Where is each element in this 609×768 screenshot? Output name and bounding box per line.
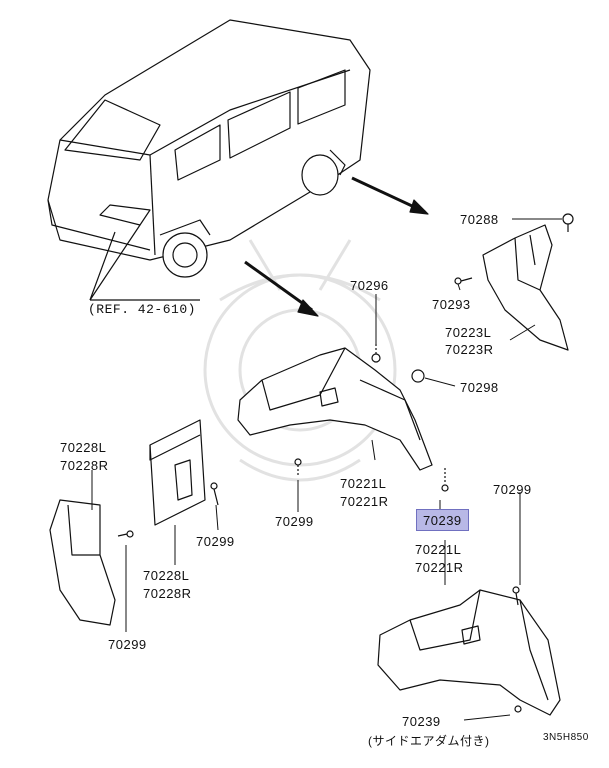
screw-70299-mid-icon	[294, 458, 302, 475]
part-label-70239-highlighted[interactable]: 70239	[416, 509, 469, 531]
screw-70299-panel-icon	[210, 482, 219, 506]
mudflap-left	[49, 499, 116, 626]
screw-70239-icon	[441, 468, 449, 492]
part-label-70293[interactable]: 70293	[432, 297, 471, 312]
part-label-70228l-bot[interactable]: 70228L	[143, 568, 190, 583]
part-label-70228r-bot[interactable]: 70228R	[143, 586, 192, 601]
part-label-70299-mid1[interactable]: 70299	[275, 514, 314, 529]
van-illustration	[47, 19, 371, 301]
part-label-70296[interactable]: 70296	[350, 278, 389, 293]
screw-70293-icon	[454, 277, 473, 285]
nut-70298-icon	[411, 369, 425, 383]
part-label-70228r-top[interactable]: 70228R	[60, 458, 109, 473]
part-label-70221l-mid[interactable]: 70221L	[340, 476, 387, 491]
part-label-70221l-low[interactable]: 70221L	[415, 542, 462, 557]
part-label-70288[interactable]: 70288	[460, 212, 499, 227]
clip-70288-icon	[562, 213, 574, 232]
screw-70299-left-icon	[117, 530, 134, 538]
part-label-70221r-mid[interactable]: 70221R	[340, 494, 389, 509]
part-label-70223l[interactable]: 70223L	[445, 325, 492, 340]
front-mudguard-lower	[377, 589, 561, 716]
part-label-70298[interactable]: 70298	[460, 380, 499, 395]
arrow-right-rear	[351, 176, 429, 215]
part-label-70299-mid2[interactable]: 70299	[196, 534, 235, 549]
part-label-70221r-low[interactable]: 70221R	[415, 560, 464, 575]
side-airdam-note: (サイドエアダム付き)	[368, 734, 490, 748]
front-mudguard-upper	[237, 347, 433, 471]
watermark-logo	[203, 239, 397, 482]
front-mudguard-panel	[149, 419, 206, 526]
leader-lines	[91, 218, 562, 721]
part-label-70299-right[interactable]: 70299	[493, 482, 532, 497]
diagram-code: 3N5H850	[543, 732, 589, 743]
part-label-70239-bottom[interactable]: 70239	[402, 714, 441, 729]
screw-70239-lower-icon	[514, 705, 522, 713]
ref-label: (REF. 42-610)	[88, 302, 196, 317]
arrow-front	[244, 260, 319, 317]
part-label-70223r[interactable]: 70223R	[445, 342, 494, 357]
rear-mudguard-right	[482, 224, 569, 351]
part-label-70299-left[interactable]: 70299	[108, 637, 147, 652]
screw-70299-lower-icon	[512, 586, 520, 606]
clip-70296-icon	[371, 344, 381, 363]
part-label-70228l-top[interactable]: 70228L	[60, 440, 107, 455]
